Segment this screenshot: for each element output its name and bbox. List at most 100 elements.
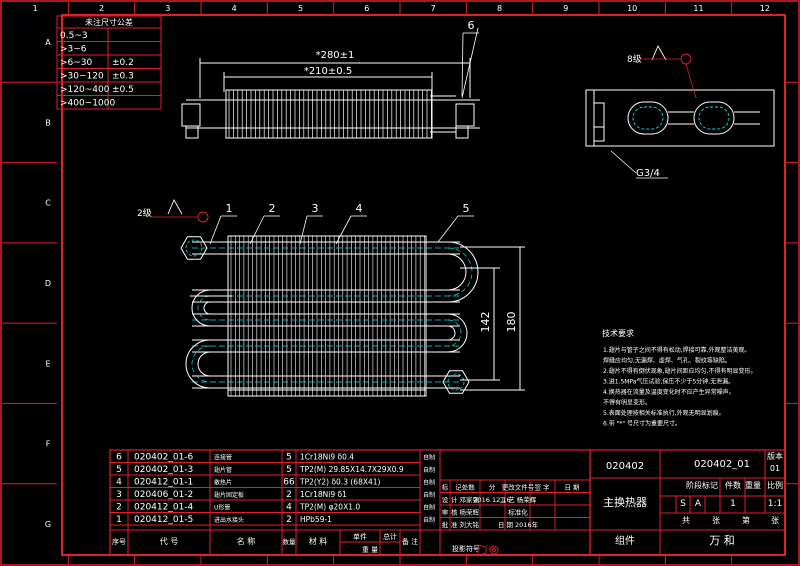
sign-cell: 记处数 xyxy=(455,483,475,492)
bom-remark: 自制 xyxy=(423,466,435,474)
company-name: 万 和 xyxy=(709,534,735,547)
bom-code: 020412_01-4 xyxy=(134,503,194,513)
grid-row-label: A xyxy=(45,38,51,47)
grid-col-label: 5 xyxy=(298,4,303,13)
pieces-value: 1 xyxy=(730,499,736,509)
part-balloon: 5 xyxy=(463,202,470,215)
bom-no: 2 xyxy=(116,503,122,513)
stage-mark-s: S xyxy=(680,499,686,509)
bom-qty: 5 xyxy=(286,465,292,475)
grid-row-label: B xyxy=(45,118,51,127)
grid-col-label: 7 xyxy=(431,4,436,13)
stage-mark-a: A xyxy=(695,499,702,509)
tech-item: 5.表面处理按相关标准执行,外观无明显划痕。 xyxy=(603,409,725,417)
sign-cell: 签 字 xyxy=(534,483,550,492)
bom-code: 020402_01-6 xyxy=(134,453,194,463)
sign-cell: 批 xyxy=(442,520,449,529)
sign-cell: 工 艺 杨荣辉 xyxy=(500,495,537,504)
dim-pitch-large: 180 xyxy=(505,312,518,333)
sign-cell: 标 xyxy=(442,483,449,492)
tolerance-title: 未注尺寸公差 xyxy=(85,17,133,27)
roughness-left: 2级 xyxy=(137,207,152,219)
bom-remark: 自制 xyxy=(423,516,435,524)
grid-col-label: 12 xyxy=(760,4,770,13)
sheet-total: 共 xyxy=(682,516,690,525)
bom-header-remark: 备 注 xyxy=(402,537,418,546)
grid-col-label: 2 xyxy=(99,4,104,13)
tech-item: 2.翅片不得有倒伏现象,翅片间距应均匀,不得有明显变形。 xyxy=(603,367,757,375)
bom-qty: 2 xyxy=(286,515,292,525)
part-balloon: 4 xyxy=(356,202,363,215)
grid-row-label: D xyxy=(45,279,51,288)
bom-no: 6 xyxy=(116,453,122,463)
bom-qty: 4 xyxy=(286,503,292,513)
bom-material: 1Cr18Ni9 δ1 xyxy=(300,490,347,499)
bom-name: 进出水接头 xyxy=(214,516,244,524)
tolerance-range: 0.5~3 xyxy=(60,31,88,41)
part-balloon: 6 xyxy=(468,19,475,32)
grid-col-label: 3 xyxy=(165,4,170,13)
tolerance-range: >400~1000 xyxy=(60,99,115,109)
bom-no: 3 xyxy=(116,490,122,500)
sign-cell: 标准化 xyxy=(508,508,528,517)
bom-remark: 自制 xyxy=(423,479,435,487)
bom-material: HPb59-1 xyxy=(300,515,332,524)
sign-cell: 日 期 2016年 xyxy=(498,520,539,529)
bom-material: TP2(M) 29.85X14.7X29X0.9 xyxy=(299,465,404,474)
side-view xyxy=(585,89,775,147)
bom-header-qty: 数量 xyxy=(283,537,297,546)
bom-remark: 自制 xyxy=(423,454,435,462)
bom-remark: 自制 xyxy=(423,491,435,499)
grid-row-label: E xyxy=(45,359,50,368)
product-name: 主换热器 xyxy=(603,495,647,509)
group-label: 组件 xyxy=(615,534,635,547)
sign-cell: 准 刘大铭 xyxy=(451,520,479,529)
scale-value: 1:1 xyxy=(768,499,782,509)
bom-code: 020406_01-2 xyxy=(134,490,193,500)
projection-symbol xyxy=(477,544,499,556)
weight-label: 重量 xyxy=(745,480,761,490)
sign-cell: 核 杨荣辉 xyxy=(451,508,480,517)
grid-col-label: 1 xyxy=(33,4,38,13)
tolerance-range: >6~30 xyxy=(60,58,93,68)
grid-col-label: 9 xyxy=(563,4,568,13)
grid-col-label: 11 xyxy=(693,4,703,13)
version-value: 01 xyxy=(770,464,780,473)
pieces-label: 件数 xyxy=(725,480,741,490)
bom-header-material: 材 料 xyxy=(309,536,328,546)
tech-item: 6.带 "*" 号尺寸为重要尺寸。 xyxy=(603,420,681,428)
sign-cell: 更改文件号 xyxy=(502,483,535,492)
roughness-top: 8级 xyxy=(627,53,642,65)
dim-overall-length: *280±1 xyxy=(316,50,355,61)
sign-cell: 审 xyxy=(442,508,449,517)
bom-qty: 5 xyxy=(286,453,292,463)
bom-name: 连接管 xyxy=(214,454,232,462)
bom-header-code: 代 号 xyxy=(160,536,179,546)
tech-item: 1.翅片与管子之间不得有松动,焊接可靠,外观整洁美观。 xyxy=(603,346,751,354)
version-label: 版本 xyxy=(767,451,783,461)
bom-no: 1 xyxy=(116,515,122,525)
bom-header-total-weight: 总计 xyxy=(383,532,397,541)
dim-fin-length: *210±0.5 xyxy=(304,66,352,77)
sign-cell: 设 xyxy=(442,495,449,504)
tolerance-range: >120~400 xyxy=(60,85,110,95)
tolerance-value: ±0.5 xyxy=(112,85,134,95)
title-block: 020402 020402_01 版本 01 阶段标记 件数 重量 比例 S A… xyxy=(589,449,786,556)
sign-cell: 分 xyxy=(489,483,496,492)
sign-cell: 2016.12.16 xyxy=(473,496,510,504)
tech-item: 焊缝应均匀,无漏焊、虚焊、气孔、裂纹等缺陷。 xyxy=(603,357,731,365)
bom-code: 020412_01-1 xyxy=(134,478,193,488)
bom-name: 散热片 xyxy=(214,479,232,487)
tech-requirements: 技术要求 1.翅片与管子之间不得有松动,焊接可靠,外观整洁美观。焊缝应均匀,无漏… xyxy=(602,328,757,428)
bom-header-no: 序号 xyxy=(112,537,126,546)
bom-no: 5 xyxy=(116,465,122,475)
projection-label: 投影符号 xyxy=(452,544,480,553)
bom-qty: 2 xyxy=(286,490,292,500)
part-balloon: 1 xyxy=(226,202,233,215)
grid-row-label: F xyxy=(46,440,51,449)
drawing-code-left: 020402 xyxy=(606,461,644,472)
